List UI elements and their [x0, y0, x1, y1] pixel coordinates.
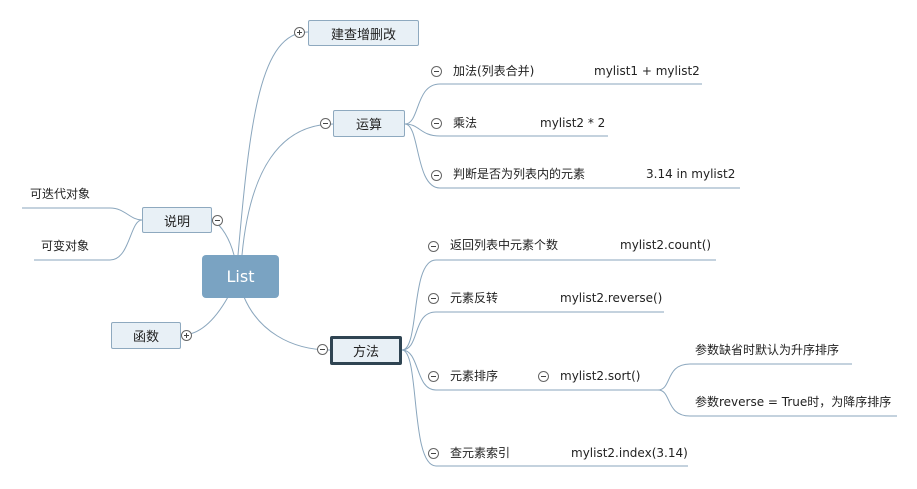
func-node[interactable]: 函数: [111, 322, 181, 349]
ops-item-code: 3.14 in mylist2: [646, 167, 736, 181]
sort-note: 参数缺省时默认为升序排序: [695, 343, 840, 357]
collapse-icon[interactable]: [431, 66, 442, 77]
ops-node[interactable]: 运算: [333, 110, 405, 137]
desc-item: 可变对象: [41, 239, 90, 253]
collapse-icon[interactable]: [428, 448, 439, 459]
collapse-icon[interactable]: [428, 371, 439, 382]
crud-node[interactable]: 建查增删改: [308, 20, 419, 46]
expand-icon[interactable]: [181, 330, 192, 341]
method-item-code: mylist2.count(): [620, 238, 712, 252]
ops-label: 运算: [355, 118, 382, 133]
desc-item: 可迭代对象: [30, 187, 91, 201]
ops-item-code: mylist1 + mylist2: [594, 64, 700, 78]
collapse-icon[interactable]: [320, 118, 331, 129]
func-label: 函数: [132, 330, 159, 345]
desc-label: 说明: [163, 214, 190, 230]
collapse-icon[interactable]: [428, 241, 439, 252]
expand-icon[interactable]: [294, 27, 305, 38]
ops-item-name: 乘法: [453, 116, 478, 130]
method-item-name: 查元素索引: [450, 446, 511, 460]
methods-node[interactable]: 方法: [330, 336, 402, 365]
collapse-icon[interactable]: [212, 215, 223, 226]
method-item-code: mylist2.reverse(): [560, 291, 663, 305]
collapse-icon[interactable]: [538, 371, 549, 382]
method-item-code: mylist2.index(3.14): [571, 446, 688, 460]
crud-label: 建查增删改: [330, 27, 396, 43]
method-item-name: 元素排序: [450, 369, 499, 383]
method-item-name: 返回列表中元素个数: [450, 238, 559, 252]
methods-label: 方法: [352, 345, 379, 360]
collapse-icon[interactable]: [431, 170, 442, 181]
ops-item-code: mylist2 * 2: [540, 116, 606, 130]
method-item-code: mylist2.sort(): [560, 369, 641, 383]
desc-node[interactable]: 说明: [142, 207, 212, 233]
sort-note: 参数reverse = True时，为降序排序: [695, 395, 892, 409]
root-label: List: [226, 267, 255, 286]
ops-item-name: 判断是否为列表内的元素: [453, 167, 586, 181]
method-item-name: 元素反转: [450, 291, 499, 305]
collapse-icon[interactable]: [431, 118, 442, 129]
root-node[interactable]: List: [202, 255, 279, 298]
ops-item-name: 加法(列表合并): [453, 64, 535, 78]
collapse-icon[interactable]: [317, 344, 328, 355]
collapse-icon[interactable]: [428, 293, 439, 304]
